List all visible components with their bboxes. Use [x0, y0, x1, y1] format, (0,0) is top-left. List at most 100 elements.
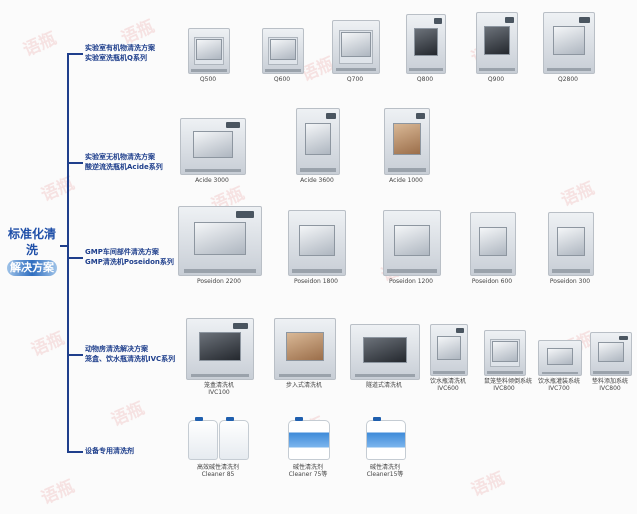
product-model: Poseidon 2200: [196, 278, 242, 285]
product-acide-3600: Acide 3600: [296, 108, 340, 184]
tree-connector-horizontal: [60, 245, 68, 247]
product-model: IVC800: [493, 385, 515, 392]
machine-image: [180, 118, 246, 175]
product-model: Poseidon 1200: [388, 278, 434, 285]
cleaner-bottle-image: [186, 416, 250, 460]
product-model: Poseidon 300: [549, 278, 591, 285]
branch-subtitle: 实验室洗瓶机Q系列: [85, 54, 147, 62]
machine-image: [332, 20, 380, 74]
product-model: Q700: [346, 76, 364, 83]
product-poseidon-300: Poseidon 300: [548, 212, 594, 286]
product-walk-in-washer: 步入式清洗机: [274, 318, 336, 400]
branch-ivc-series: 动物房清洗解决方案 笼盒、饮水瓶清洗机IVC系列: [85, 344, 175, 364]
product-name: 鼠笼垫料倾倒系统: [484, 378, 533, 385]
branch-q-series: 实验室有机物清洗方案 实验室洗瓶机Q系列: [85, 43, 155, 63]
cleaner-bottle-image: [280, 416, 336, 460]
root-title: 标准化清洗: [7, 227, 56, 257]
machine-image: [296, 108, 340, 175]
product-tunnel-washer: 隧道式清洗机: [350, 324, 420, 400]
watermark: 语瓶: [38, 476, 78, 509]
machine-image: [188, 28, 230, 74]
watermark: 语瓶: [108, 398, 148, 431]
product-q800: Q800: [406, 14, 446, 83]
product-model: Poseidon 1800: [293, 278, 339, 285]
product-name: 碱性清洗剂: [369, 464, 400, 471]
product-bedding-dispense-system: 垫料添加系统 IVC800: [590, 332, 632, 400]
tree-connector-branch: [67, 354, 83, 356]
watermark: 语瓶: [38, 173, 78, 206]
product-q2800: Q2800: [543, 12, 595, 83]
product-name: 垫料添加系统: [591, 378, 628, 385]
machine-image: [543, 12, 595, 74]
branch-subtitle: 笼盒、饮水瓶清洗机IVC系列: [85, 355, 176, 363]
product-model: Acide 3000: [195, 177, 229, 184]
product-model: Poseidon 600: [471, 278, 513, 285]
machine-image: [178, 206, 262, 276]
root-node: 标准化清洗 解决方案: [3, 226, 61, 276]
cleaner-bottle-image: [360, 416, 410, 460]
product-model: Acide 3600: [300, 177, 334, 184]
machine-image: [350, 324, 420, 380]
product-name: 饮水瓶灌装系统: [538, 378, 581, 385]
product-cage-washer: 笼盒清洗机 IVC100: [186, 318, 254, 400]
watermark: 语瓶: [20, 28, 60, 61]
product-bottle-washer: 饮水瓶清洗机 IVC600: [430, 324, 468, 400]
product-name: 笼盒清洗机: [203, 382, 234, 389]
branch-title: GMP车间部件清洗方案: [85, 248, 159, 256]
product-cleaner-15: 碱性清洗剂 Cleaner15等: [360, 416, 410, 480]
branch-title: 实验室无机物清洗方案: [85, 153, 155, 161]
tree-connector-branch: [67, 162, 83, 164]
machine-image: [476, 12, 518, 74]
machine-image: [262, 28, 304, 74]
root-subtitle: 解决方案: [7, 260, 57, 276]
branch-poseidon-series: GMP车间部件清洗方案 GMP清洗机Poseidon系列: [85, 247, 174, 267]
machine-image: [538, 340, 582, 376]
product-model: Q900: [487, 76, 505, 83]
machine-image: [548, 212, 594, 276]
product-poseidon-600: Poseidon 600: [470, 212, 516, 286]
product-cleaner-85: 高效碱性清洗剂 Cleaner 85: [186, 416, 250, 480]
branch-title: 动物房清洗解决方案: [85, 345, 148, 353]
product-model: Q600: [273, 76, 291, 83]
tree-connector-branch: [67, 451, 83, 453]
product-cleaner-75: 碱性清洗剂 Cleaner 75等: [280, 416, 336, 480]
branch-title: 设备专用清洗剂: [85, 447, 134, 455]
machine-image: [384, 108, 430, 175]
machine-image: [590, 332, 632, 376]
product-model: IVC100: [208, 389, 230, 396]
branch-acide-series: 实验室无机物清洗方案 酸逆流洗瓶机Acide系列: [85, 152, 163, 172]
product-poseidon-2200: Poseidon 2200: [178, 206, 262, 286]
product-model: Q800: [416, 76, 434, 83]
product-model: Q2800: [558, 76, 578, 83]
product-model: Cleaner 75等: [288, 471, 328, 478]
product-q900: Q900: [476, 12, 518, 83]
machine-image: [470, 212, 516, 276]
watermark: 语瓶: [468, 468, 508, 501]
product-model: IVC600: [437, 385, 459, 392]
product-model: Cleaner 85: [201, 471, 235, 478]
tree-connector-branch: [67, 53, 83, 55]
product-model: Acide 1000: [389, 177, 423, 184]
machine-image: [288, 210, 346, 276]
product-name: 隧道式清洗机: [365, 382, 402, 389]
watermark: 语瓶: [558, 178, 598, 211]
product-model: Q500: [199, 76, 217, 83]
tree-connector-branch: [67, 257, 83, 259]
product-poseidon-1200: Poseidon 1200: [383, 210, 441, 286]
product-name: 饮水瓶清洗机: [430, 378, 467, 385]
watermark: 语瓶: [28, 328, 68, 361]
branch-title: 实验室有机物清洗方案: [85, 44, 155, 52]
product-q600: Q600: [262, 28, 304, 83]
product-bedding-dump-system: 鼠笼垫料倾倒系统 IVC800: [484, 330, 533, 400]
machine-image: [406, 14, 446, 74]
product-acide-3000: Acide 3000: [180, 118, 246, 184]
product-model: Cleaner15等: [366, 471, 404, 478]
product-acide-1000: Acide 1000: [384, 108, 430, 184]
tree-connector-vertical: [67, 53, 69, 453]
branch-cleaners: 设备专用清洗剂: [85, 446, 134, 456]
product-poseidon-1800: Poseidon 1800: [288, 210, 346, 286]
branch-subtitle: GMP清洗机Poseidon系列: [85, 258, 174, 266]
branch-subtitle: 酸逆流洗瓶机Acide系列: [85, 163, 163, 171]
product-model: IVC800: [599, 385, 621, 392]
machine-image: [430, 324, 468, 376]
